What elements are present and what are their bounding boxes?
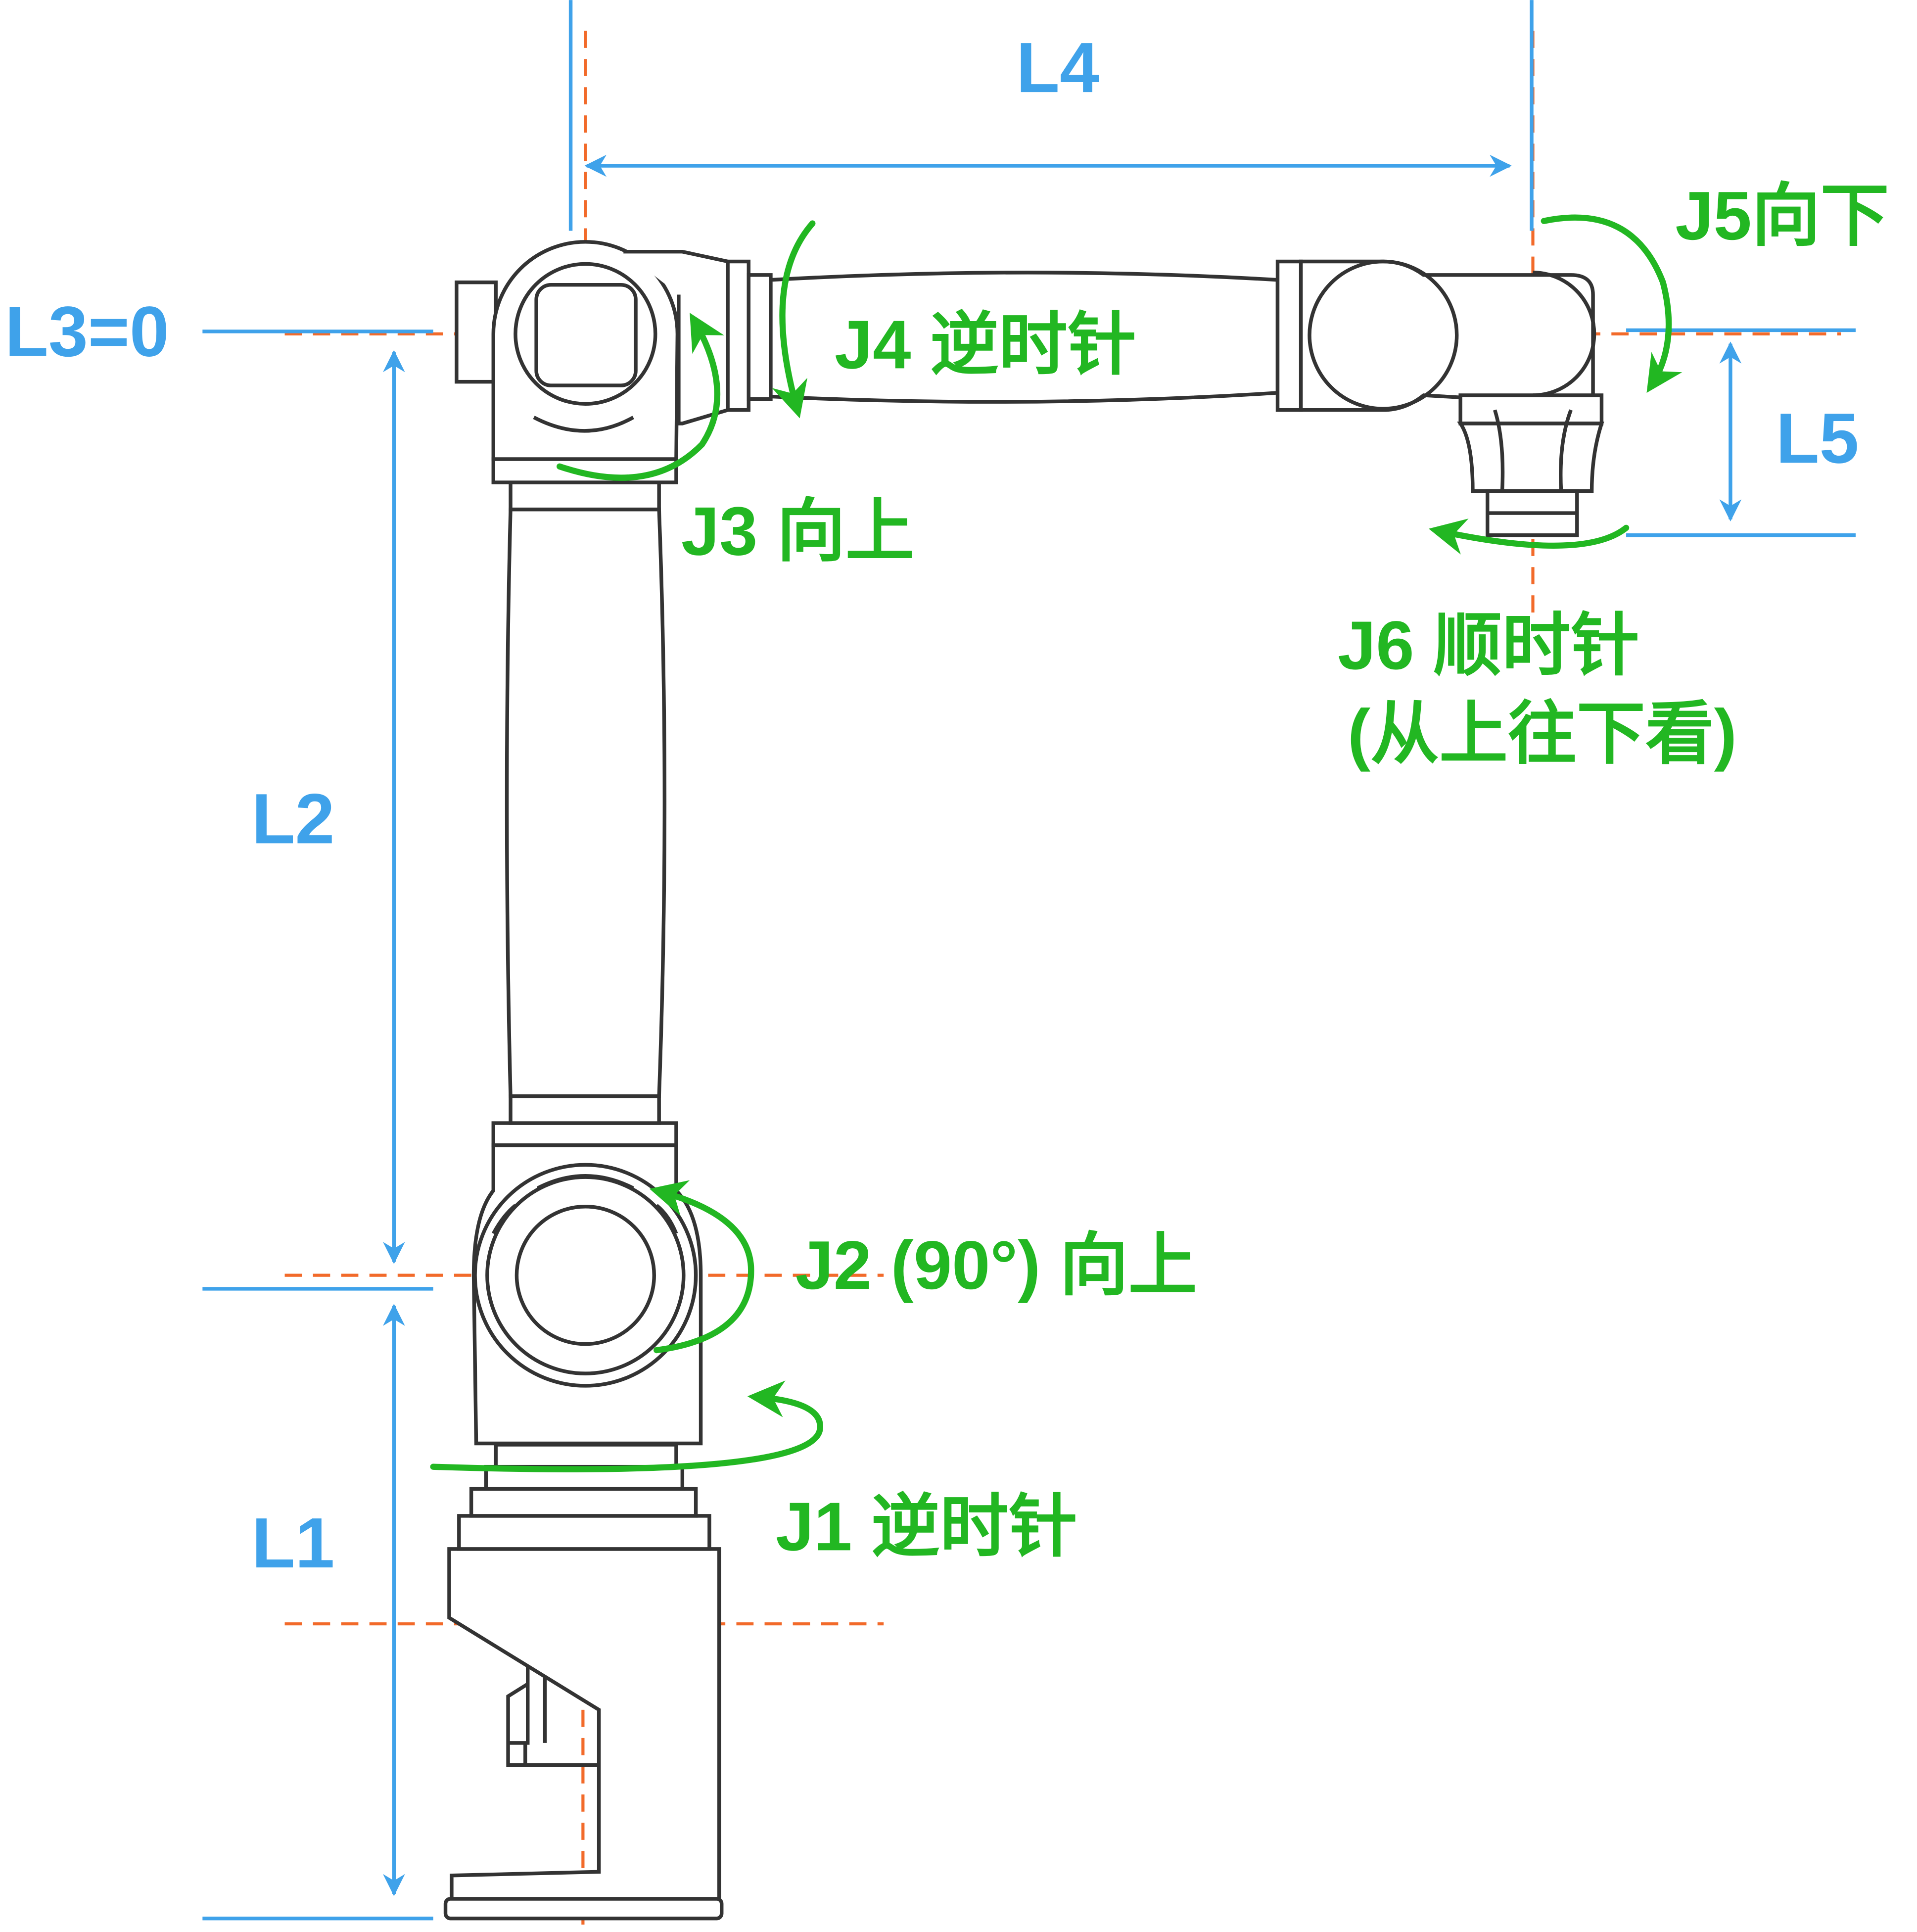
label-j4: J4 逆时针 xyxy=(835,306,1136,383)
label-l4: L4 xyxy=(1016,28,1099,107)
dimension-lines xyxy=(202,0,1856,1921)
robot-outline xyxy=(443,240,1604,1921)
j4-rotation-arrow xyxy=(772,220,816,419)
label-j6-line2: (从上往下看) xyxy=(1348,696,1737,772)
label-l3: L3=0 xyxy=(5,292,169,372)
base-ring-2 xyxy=(469,1487,698,1518)
label-l2: L2 xyxy=(252,779,335,858)
label-l1: L1 xyxy=(252,1504,335,1583)
j5-housing xyxy=(1299,259,1595,412)
j5-joint xyxy=(1308,259,1459,411)
j3-rotation-arrow xyxy=(557,313,724,481)
rotation-arrows xyxy=(430,214,1683,1472)
base-clamp xyxy=(447,1547,721,1901)
label-j5: J5向下 xyxy=(1675,178,1889,254)
j3-housing xyxy=(491,240,680,461)
label-j3: J3 向上 xyxy=(681,493,914,569)
label-j1: J1 逆时针 xyxy=(776,1488,1077,1565)
base-ring-1 xyxy=(457,1514,711,1551)
j5-rotation-arrow xyxy=(1541,214,1683,393)
upper-arm xyxy=(505,507,667,1098)
label-j2: J2 (90°) 向上 xyxy=(795,1227,1197,1304)
j3-joint xyxy=(514,262,657,406)
label-j6-line1: J6 顺时针 xyxy=(1338,607,1639,684)
j6-wrist xyxy=(1457,422,1604,493)
j1-rotation-arrow xyxy=(430,1380,823,1472)
j6-rotation-arrow xyxy=(1428,518,1630,555)
base-plate xyxy=(443,1897,724,1921)
base-ring-4 xyxy=(494,1443,678,1469)
label-l5: L5 xyxy=(1776,399,1859,478)
j2-rotation-arrow xyxy=(649,1180,754,1354)
j2-joint xyxy=(473,1163,698,1388)
j3-side-cap xyxy=(455,280,498,384)
